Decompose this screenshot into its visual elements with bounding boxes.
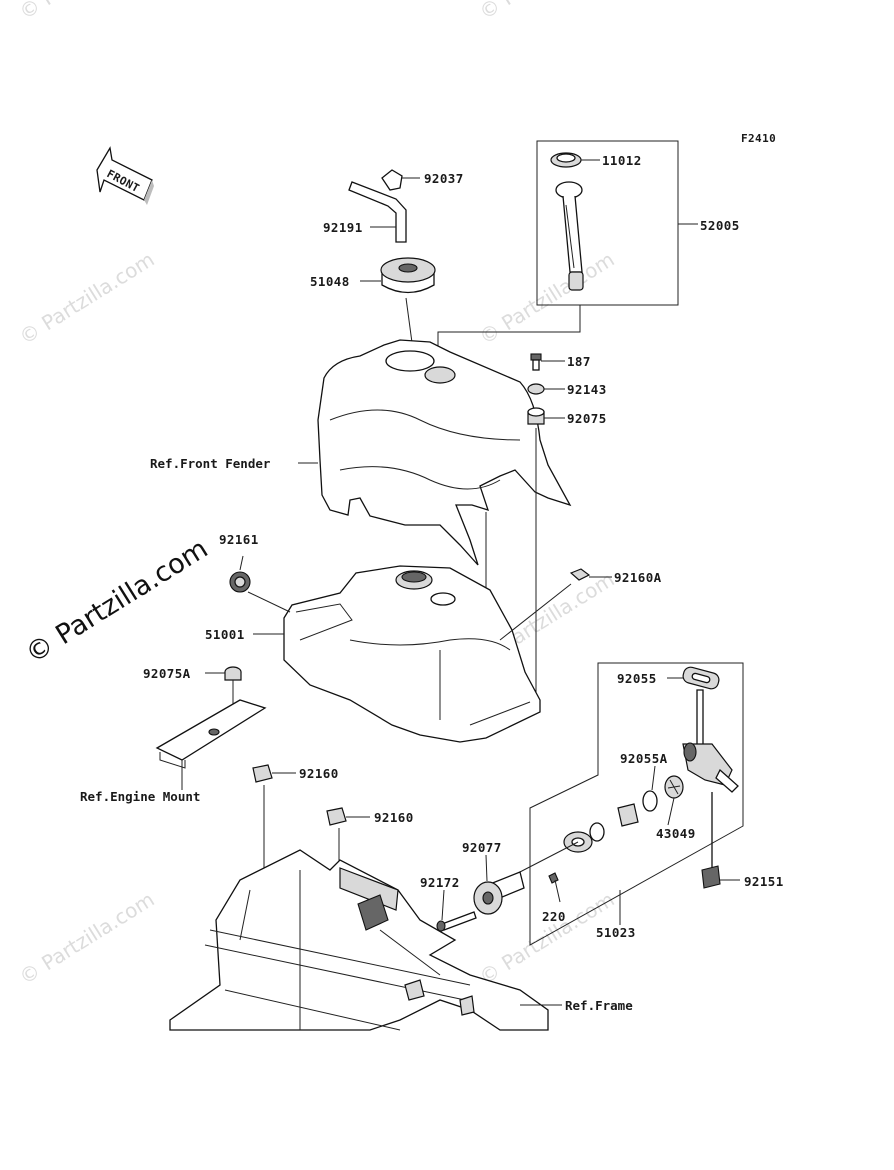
watermark-text: © Partzilla.com bbox=[15, 0, 159, 24]
part-label-92191[interactable]: 92191 bbox=[323, 220, 363, 235]
ref-frame[interactable]: Ref.Frame bbox=[565, 998, 633, 1013]
grommet-92161-icon bbox=[229, 555, 291, 613]
ref-engine-mount[interactable]: Ref.Engine Mount bbox=[80, 789, 200, 804]
clip-92037-icon bbox=[381, 169, 420, 191]
part-label-51001[interactable]: 51001 bbox=[205, 627, 245, 642]
watermark-text: © Partzilla.com bbox=[15, 887, 159, 989]
part-label-92143[interactable]: 92143 bbox=[567, 382, 607, 397]
fuel-gauge-group bbox=[536, 140, 698, 306]
part-label-92037[interactable]: 92037 bbox=[424, 171, 464, 186]
part-label-92075[interactable]: 92075 bbox=[567, 411, 607, 426]
front-fender-shape bbox=[317, 339, 572, 566]
part-label-92160-lower[interactable]: 92160 bbox=[374, 810, 414, 825]
damper-92075-icon bbox=[527, 407, 565, 425]
watermark-text: © Partzilla.com bbox=[475, 0, 619, 24]
fuel-tank-shape bbox=[283, 565, 541, 743]
fuel-cock-assembly bbox=[436, 662, 744, 946]
part-label-11012[interactable]: 11012 bbox=[602, 153, 642, 168]
front-arrow-icon: FRONT bbox=[96, 146, 154, 205]
frame-shape bbox=[169, 849, 562, 1031]
hose-92191-icon bbox=[348, 181, 407, 243]
ref-front-fender[interactable]: Ref.Front Fender bbox=[150, 456, 271, 471]
watermark-layer: © Partzilla.com © Partzilla.com © Partzi… bbox=[15, 0, 619, 989]
part-label-92075A[interactable]: 92075A bbox=[143, 666, 191, 681]
part-label-43049[interactable]: 43049 bbox=[656, 826, 696, 841]
part-label-92055A[interactable]: 92055A bbox=[620, 751, 668, 766]
part-label-51048[interactable]: 51048 bbox=[310, 274, 350, 289]
figure-code: F2410 bbox=[741, 132, 776, 145]
collar-92143-icon bbox=[527, 383, 565, 395]
part-label-92161[interactable]: 92161 bbox=[219, 532, 259, 547]
part-label-51023[interactable]: 51023 bbox=[596, 925, 636, 940]
part-label-187[interactable]: 187 bbox=[567, 354, 591, 369]
part-label-220[interactable]: 220 bbox=[542, 909, 566, 924]
part-label-92055[interactable]: 92055 bbox=[617, 671, 657, 686]
part-label-92160-upper[interactable]: 92160 bbox=[299, 766, 339, 781]
engine-mount-bracket-shape bbox=[155, 699, 267, 790]
tank-cap-51048-icon bbox=[360, 257, 436, 294]
bolt-187-icon bbox=[530, 353, 565, 371]
pad-92160A-icon bbox=[499, 568, 612, 641]
part-label-92077[interactable]: 92077 bbox=[462, 840, 502, 855]
watermark-text: © Partzilla.com bbox=[475, 247, 619, 349]
part-label-92160A[interactable]: 92160A bbox=[614, 570, 662, 585]
part-label-52005[interactable]: 52005 bbox=[700, 218, 740, 233]
part-label-92172[interactable]: 92172 bbox=[420, 875, 460, 890]
part-label-92151[interactable]: 92151 bbox=[744, 874, 784, 889]
watermark-main: © Partzilla.com bbox=[20, 533, 213, 670]
watermark-text: © Partzilla.com bbox=[15, 247, 159, 349]
